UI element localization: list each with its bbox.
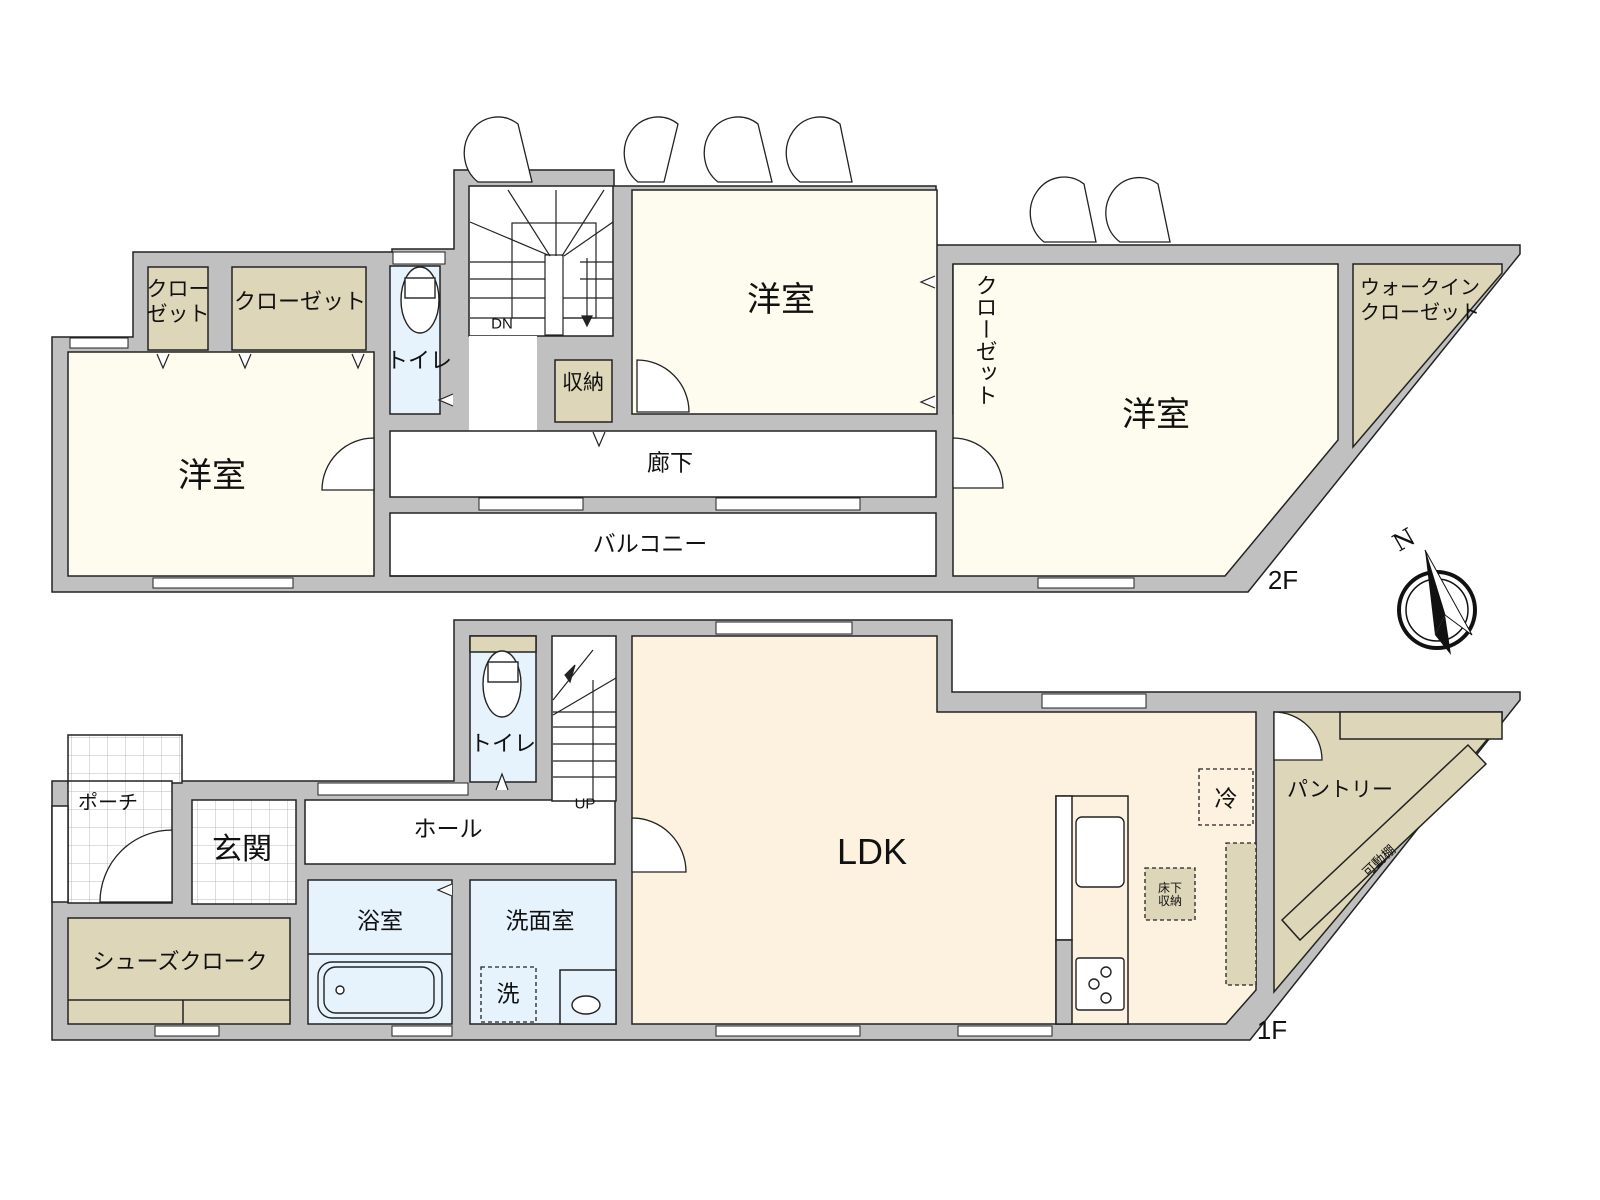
basin-icon (571, 995, 601, 1015)
1f-dashed-fixtures (480, 768, 1257, 1023)
2f-center-bedroom-label: 洋室 (747, 280, 815, 320)
compass-icon (1397, 549, 1477, 655)
underfloor-storage (1144, 867, 1196, 921)
kitchen-appliances (1075, 816, 1125, 1011)
1f-pantry-label: パントリー (1286, 777, 1394, 802)
2f-storage (554, 359, 613, 423)
1f-windows (154, 621, 1147, 1037)
1f-hall (304, 799, 616, 865)
1f-door-marks (436, 772, 509, 897)
2f-east-bedroom-label: 洋室 (1122, 395, 1190, 435)
1f-stairs-icon (552, 649, 617, 800)
2f-closet-door-marks (156, 275, 936, 448)
1f-fixtures (317, 650, 601, 1019)
1f-adjustable-shelf (1280, 743, 1488, 942)
2f-east-bedroom (952, 263, 1339, 577)
1f-hall-label: ホール (413, 816, 483, 843)
1f-stairs-up-label: UP (574, 795, 596, 813)
2f-closet-vertical-label: クローゼット (971, 274, 997, 406)
2f-closet-small (147, 266, 209, 351)
1f-toilet-label: トイレ (469, 732, 537, 757)
floor-label-1f: 1F (1256, 1015, 1288, 1045)
floor-label-2f: 2F (1267, 565, 1299, 595)
2f-center-bedroom (631, 189, 938, 415)
2f-closet-wide-label: クローゼット (233, 290, 367, 315)
1f-bathroom-label: 浴室 (357, 908, 403, 935)
1f-shoe-cloak (67, 917, 291, 1025)
2f-hallway (389, 430, 937, 498)
2f-balcony-label: バルコニー (592, 531, 708, 558)
2f-toilet-label: トイレ (385, 349, 453, 374)
1f-stairs (551, 635, 617, 802)
1f-fridge-label: 冷 (1214, 786, 1238, 813)
2f-west-bedroom-label: 洋室 (178, 456, 246, 496)
stove-icon (1075, 957, 1125, 1011)
floor-2f (51, 169, 1521, 593)
2f-closet-small-label: クロー ゼット (146, 276, 210, 326)
2f-storage-label: 収納 (562, 370, 604, 395)
2f-walk-in-closet (1352, 263, 1503, 450)
2f-toilet-fixture (400, 266, 440, 334)
2f-stair-area (468, 185, 614, 337)
2f-stairs-icon (469, 189, 614, 336)
1f-entrance (191, 799, 297, 905)
sink-icon (1075, 816, 1125, 888)
1f-porch-step (67, 734, 183, 784)
floor-1f (51, 619, 1521, 1041)
cupboard-space (1225, 842, 1257, 986)
fridge-space (1198, 768, 1254, 826)
2f-closet-wide (231, 266, 367, 351)
2f-windows (69, 251, 1135, 589)
2f-west-bedroom (67, 351, 375, 577)
washer-space (480, 966, 537, 1023)
2f-doors (321, 116, 1171, 491)
2f-stairs-dn-label: DN (491, 315, 513, 333)
1f-entrance-label: 玄関 (212, 832, 272, 867)
2f-walk-in-closet-label: ウォークイン クローゼット (1360, 275, 1480, 324)
1f-washroom-label: 洗面室 (505, 908, 575, 935)
1f-washer-label: 洗 (496, 981, 520, 1008)
2f-hallway-label: 廊下 (647, 450, 693, 477)
2f-balcony (389, 512, 937, 577)
1f-underfloor-storage-label: 床下 収納 (1157, 880, 1183, 908)
1f-doors (99, 711, 1323, 903)
1f-porch-label: ポーチ (78, 790, 138, 814)
1f-shoe-cloak-label: シューズクローク (92, 950, 268, 975)
1f-ldk-label: LDK (836, 831, 908, 872)
toilet-icon (482, 650, 522, 718)
